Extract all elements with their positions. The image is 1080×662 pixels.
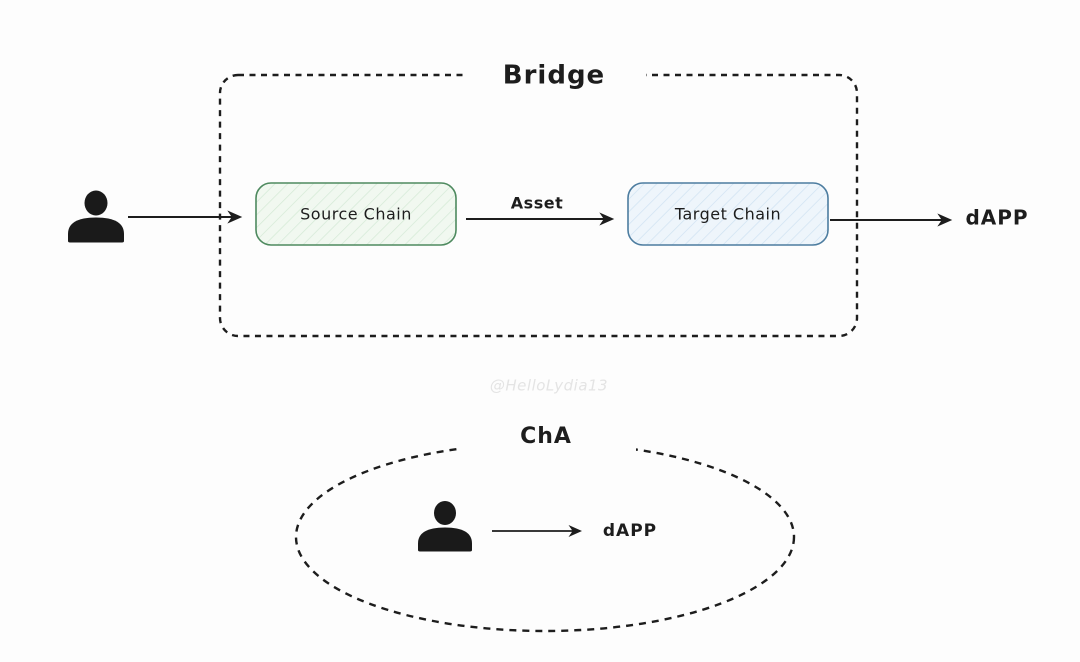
chain-a-title: ChA: [520, 424, 572, 449]
source-chain-box: [255, 182, 457, 246]
target-chain-label: Target Chain: [674, 205, 781, 224]
source-chain-label: Source Chain: [300, 205, 412, 224]
watermark: @HelloLydia13: [490, 377, 608, 395]
bridge-dapp-label: dAPP: [965, 206, 1028, 230]
bridge-title: Bridge: [503, 61, 605, 91]
target-chain-box: [627, 182, 829, 246]
chain-a-diagram: ChA dAPP: [294, 418, 796, 633]
chain-a-person-icon: [418, 501, 472, 552]
chain-a-dapp-label: dAPP: [603, 521, 657, 541]
bridge-title-gap: [468, 58, 646, 92]
chain-a-title-gap: [458, 418, 636, 458]
chain-a-dashed-ellipse: [294, 441, 796, 633]
bridge-diagram: Bridge Source Chain Asset Target Chain d…: [68, 58, 1028, 338]
user-person-icon: [68, 190, 124, 243]
asset-label: Asset: [511, 194, 563, 213]
